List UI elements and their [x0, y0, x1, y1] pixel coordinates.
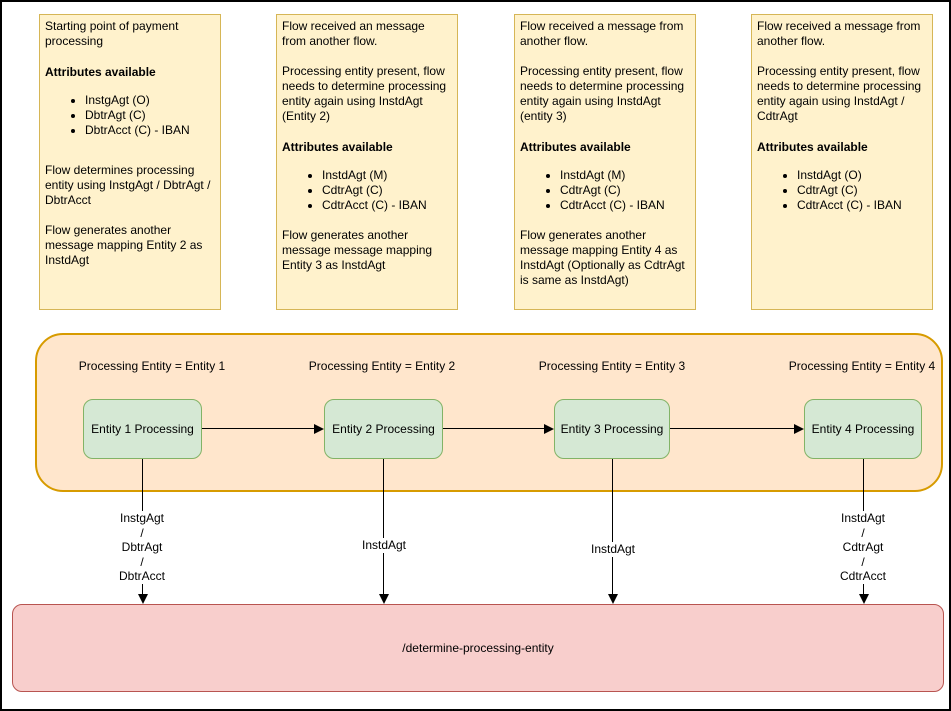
note-intro: Flow received an message from another fl… [282, 19, 447, 123]
note-heading: Attributes available [45, 65, 156, 79]
note-attribute-item: CdtrAcct (C) - IBAN [560, 198, 690, 213]
note-intro: Starting point of payment processing [45, 19, 179, 48]
process-box-entity-1: Entity 1 Processing [83, 399, 202, 459]
note-box-entity-2: Flow received an message from another fl… [276, 14, 458, 310]
arrowhead-right-icon [794, 424, 804, 434]
note-attribute-list: InstdAgt (O) CdtrAgt (C) CdtrAcct (C) - … [757, 168, 927, 213]
flow-arrow-line [202, 428, 315, 429]
note-attribute-item: CdtrAgt (C) [322, 183, 452, 198]
note-attribute-item: CdtrAcct (C) - IBAN [322, 198, 452, 213]
process-box-entity-3: Entity 3 Processing [554, 399, 670, 459]
stage-label-entity-2: Processing Entity = Entity 2 [308, 359, 456, 373]
note-attribute-list: InstdAgt (M) CdtrAgt (C) CdtrAcct (C) - … [282, 168, 452, 213]
note-attribute-list: InstgAgt (O) DbtrAgt (C) DbtrAcct (C) - … [45, 93, 215, 138]
note-intro: Flow received a message from another flo… [757, 19, 922, 123]
note-heading: Attributes available [520, 140, 631, 154]
endpoint-arrow-line [612, 459, 613, 595]
process-box-entity-4: Entity 4 Processing [804, 399, 922, 459]
note-attribute-item: CdtrAcct (C) - IBAN [797, 198, 927, 213]
arrowhead-down-icon [379, 594, 389, 604]
note-attribute-item: CdtrAgt (C) [560, 183, 690, 198]
note-outro: Flow generates another message mapping E… [520, 228, 685, 287]
note-box-entity-4: Flow received a message from another flo… [751, 14, 933, 310]
process-box-entity-2: Entity 2 Processing [324, 399, 443, 459]
arrowhead-right-icon [544, 424, 554, 434]
note-outro: Flow generates another message message m… [282, 228, 433, 272]
note-heading: Attributes available [282, 140, 393, 154]
arrowhead-down-icon [608, 594, 618, 604]
note-intro: Flow received a message from another flo… [520, 19, 685, 123]
stage-label-entity-3: Processing Entity = Entity 3 [538, 359, 686, 373]
note-outro: Flow determines processing entity using … [45, 163, 211, 267]
note-attribute-item: CdtrAgt (C) [797, 183, 927, 198]
endpoint-box: /determine-processing-entity [12, 604, 944, 692]
note-attribute-item: InstdAgt (O) [797, 168, 927, 183]
note-attribute-item: InstdAgt (M) [322, 168, 452, 183]
note-attribute-item: DbtrAgt (C) [85, 108, 215, 123]
arrow-label-entity-4: InstdAgt / CdtrAgt / CdtrAcct [818, 511, 908, 584]
flow-arrow-line [670, 428, 795, 429]
flow-arrow-line [443, 428, 545, 429]
endpoint-label: /determine-processing-entity [402, 641, 554, 655]
note-box-entity-1: Starting point of payment processing Att… [39, 14, 221, 310]
note-attribute-item: InstdAgt (M) [560, 168, 690, 183]
arrowhead-down-icon [859, 594, 869, 604]
stage-label-entity-4: Processing Entity = Entity 4 [788, 359, 936, 373]
arrow-label-entity-2: InstdAgt [339, 538, 429, 553]
arrowhead-right-icon [314, 424, 324, 434]
arrowhead-down-icon [138, 594, 148, 604]
note-heading: Attributes available [757, 140, 868, 154]
stage-label-entity-1: Processing Entity = Entity 1 [78, 359, 226, 373]
arrow-label-entity-1: InstgAgt / DbtrAgt / DbtrAcct [97, 511, 187, 584]
note-attribute-item: DbtrAcct (C) - IBAN [85, 123, 215, 138]
arrow-label-entity-3: InstdAgt [568, 542, 658, 557]
note-attribute-item: InstgAgt (O) [85, 93, 215, 108]
endpoint-arrow-line [383, 459, 384, 595]
note-attribute-list: InstdAgt (M) CdtrAgt (C) CdtrAcct (C) - … [520, 168, 690, 213]
note-box-entity-3: Flow received a message from another flo… [514, 14, 696, 310]
